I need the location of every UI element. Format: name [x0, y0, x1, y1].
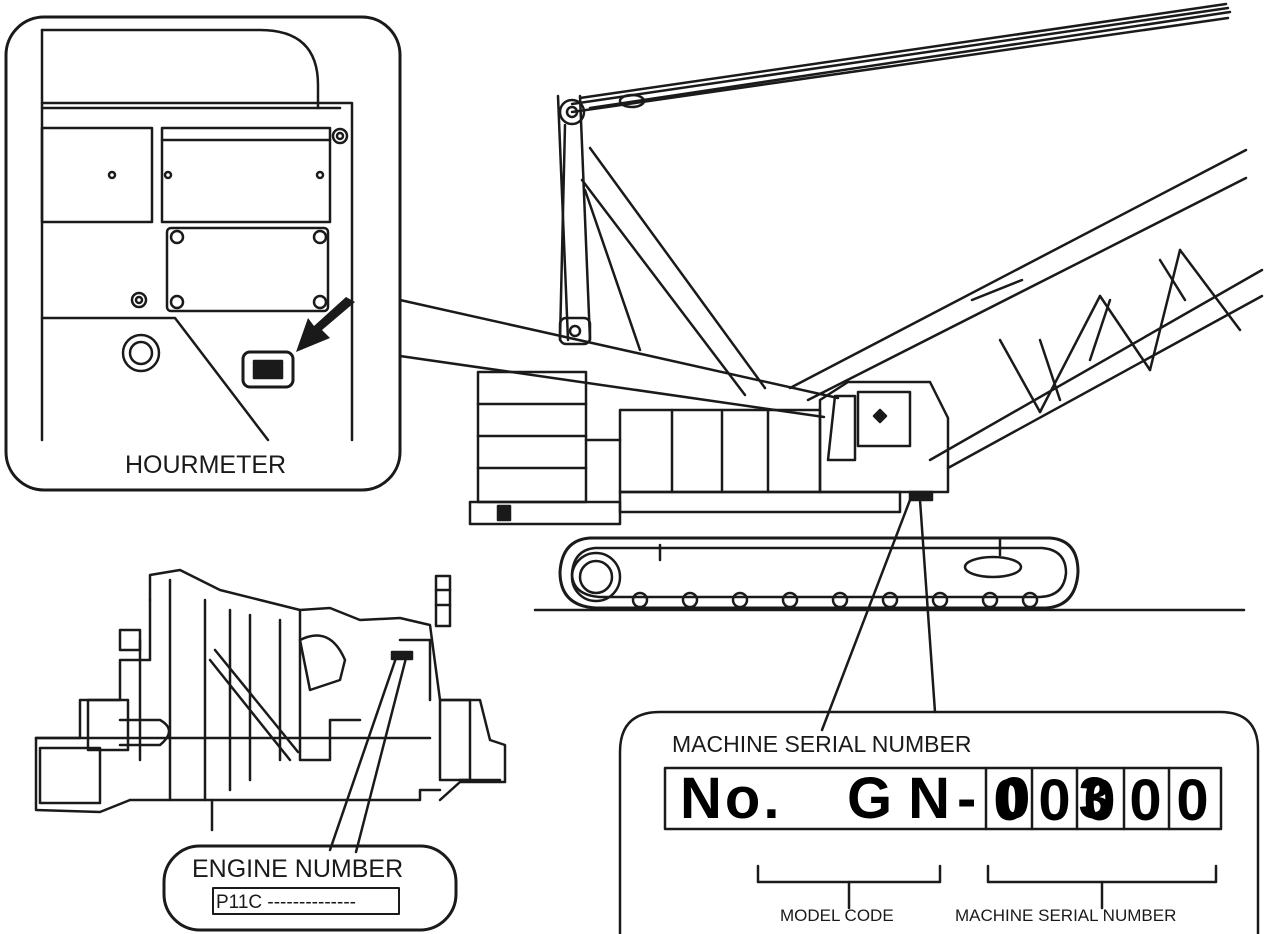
serial-digit: 0 [1129, 768, 1162, 833]
serial-digit: 0 [993, 768, 1026, 833]
machine-serial-caption: MACHINE SERIAL NUMBER [955, 906, 1177, 925]
model-code-caption: MODEL CODE [780, 906, 894, 925]
serial-digit: 0 [1176, 768, 1209, 833]
serial-plate-title: MACHINE SERIAL NUMBER [672, 731, 972, 757]
model-code-value: GN 0 3 [847, 766, 1127, 831]
serial-digit: 0 [1083, 768, 1116, 833]
engine-number-value: P11C -------------- [216, 892, 356, 913]
hourmeter-detail-panel [4, 15, 840, 492]
engine-number-panel-frame [162, 844, 458, 932]
serial-prefix: No. [680, 766, 783, 831]
serial-digit: 0 [1038, 768, 1071, 833]
engine-number-caption: ENGINE NUMBER [192, 855, 404, 883]
hourmeter-caption: HOURMETER [125, 451, 287, 479]
engine-illustration [34, 568, 507, 854]
crawler-crane-illustration [468, 2, 1264, 732]
serial-number-panel-frame [618, 710, 1260, 934]
serial-dash: - [957, 766, 977, 831]
